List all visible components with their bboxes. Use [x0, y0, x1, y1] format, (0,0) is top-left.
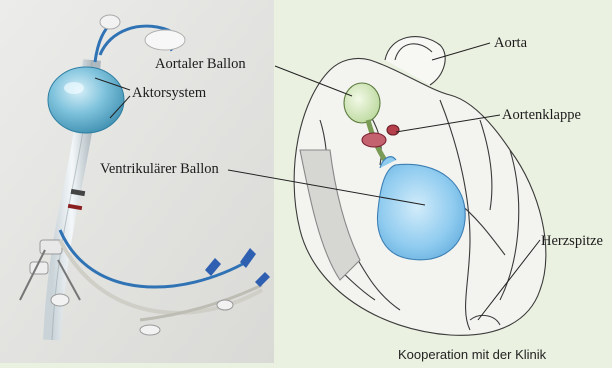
label-aktorsystem: Aktorsystem: [132, 86, 206, 101]
figure-caption: Kooperation mit der Klinik: [398, 348, 546, 361]
label-aorta: Aorta: [494, 36, 527, 51]
label-aortaler-ballon: Aortaler Ballon: [155, 57, 246, 72]
heart-illustration: [294, 37, 546, 336]
device-photo: [0, 0, 274, 363]
label-ventrikulaerer-ballon: Ventrikulärer Ballon: [100, 162, 219, 177]
label-herzspitze: Herzspitze: [541, 234, 603, 249]
label-aortenklappe: Aortenklappe: [502, 108, 581, 123]
